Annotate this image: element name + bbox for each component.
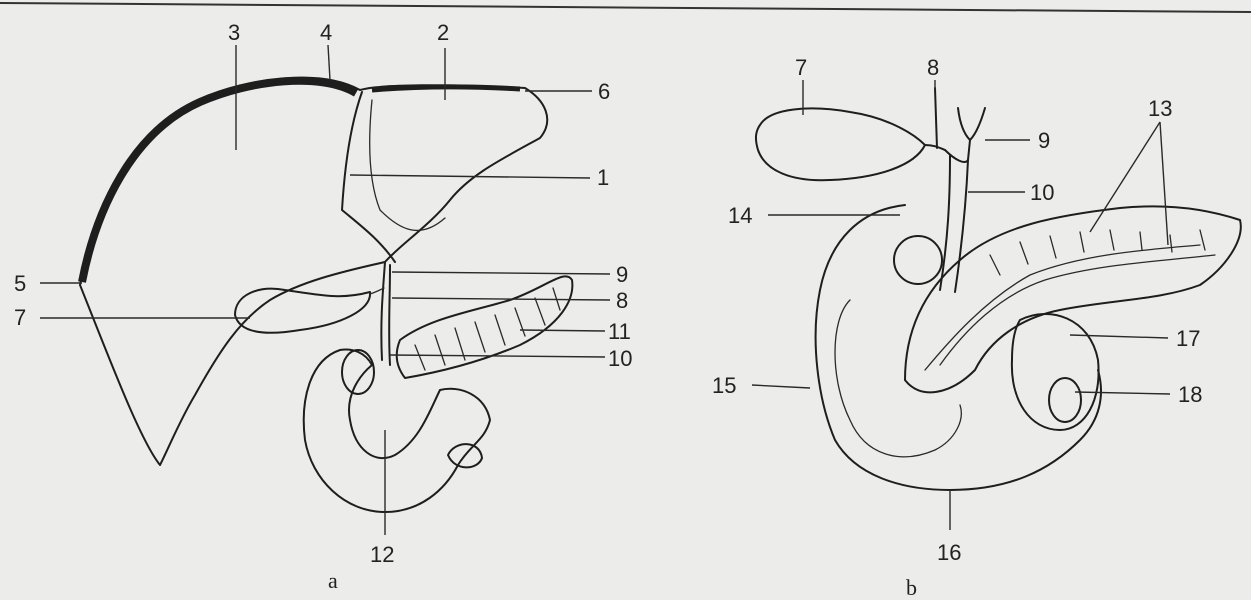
duct-fork-b <box>958 108 985 160</box>
caption-a: a <box>328 568 338 593</box>
label-b-8: 8 <box>927 55 939 80</box>
label-a-2: 2 <box>437 20 449 45</box>
figure-a: 1 2 3 4 5 6 7 8 9 10 11 12 a <box>14 20 632 593</box>
label-b-10: 10 <box>1030 180 1054 205</box>
leader-b-17 <box>1070 335 1168 338</box>
label-a-4: 4 <box>320 20 332 45</box>
common-bile-duct-b <box>940 150 968 292</box>
label-a-3: 3 <box>228 20 240 45</box>
label-b-17: 17 <box>1176 326 1200 351</box>
leader-a-11 <box>520 330 605 331</box>
label-b-14: 14 <box>728 203 752 228</box>
label-a-10: 10 <box>608 346 632 371</box>
caption-b: b <box>906 575 917 600</box>
label-b-9: 9 <box>1038 128 1050 153</box>
label-a-6: 6 <box>598 79 610 104</box>
leader-b-15 <box>752 385 810 388</box>
label-b-16: 16 <box>937 540 961 565</box>
label-b-13: 13 <box>1148 96 1172 121</box>
leader-b-18 <box>1075 392 1170 394</box>
figure-b: 7 8 9 10 13 14 15 16 17 18 b <box>712 55 1241 600</box>
jejunum-b <box>1012 314 1099 430</box>
leader-a-10 <box>390 355 605 357</box>
leader-a-4 <box>328 45 330 80</box>
leader-b-13a <box>1090 122 1160 232</box>
duodenum-opening <box>342 350 374 394</box>
label-a-9: 9 <box>616 262 628 287</box>
label-a-12: 12 <box>370 542 394 567</box>
label-a-1: 1 <box>597 165 609 190</box>
label-b-18: 18 <box>1178 382 1202 407</box>
left-lobe-lower-edge <box>370 100 445 230</box>
label-a-7: 7 <box>14 305 26 330</box>
leader-a-1 <box>350 175 590 178</box>
leader-a-8 <box>392 298 610 300</box>
label-a-11: 11 <box>608 319 631 344</box>
top-border <box>0 3 1251 12</box>
leader-b-13b <box>1160 122 1168 245</box>
falciform-ligament <box>342 92 395 262</box>
hepatic-duct-b <box>935 88 937 148</box>
duodenum-b <box>816 205 1101 490</box>
duodenum-opening-b <box>894 236 942 284</box>
cystic-duct-b <box>925 145 945 150</box>
jejunum-opening-b <box>1049 378 1081 422</box>
leader-a-9 <box>392 272 610 274</box>
label-b-7: 7 <box>795 55 807 80</box>
liver-upper-border <box>82 81 356 282</box>
duodenum <box>304 350 490 512</box>
pancreas-b <box>905 206 1241 392</box>
label-a-8: 8 <box>616 288 628 313</box>
label-b-15: 15 <box>712 373 736 398</box>
hepatic-duct <box>381 262 385 360</box>
common-bile-duct <box>389 265 390 365</box>
gallbladder-b <box>756 108 925 180</box>
duodenum-inner-b <box>835 300 961 457</box>
pancreas <box>397 276 573 378</box>
coronary-ligament-edge <box>372 87 520 90</box>
label-a-5: 5 <box>14 271 26 296</box>
